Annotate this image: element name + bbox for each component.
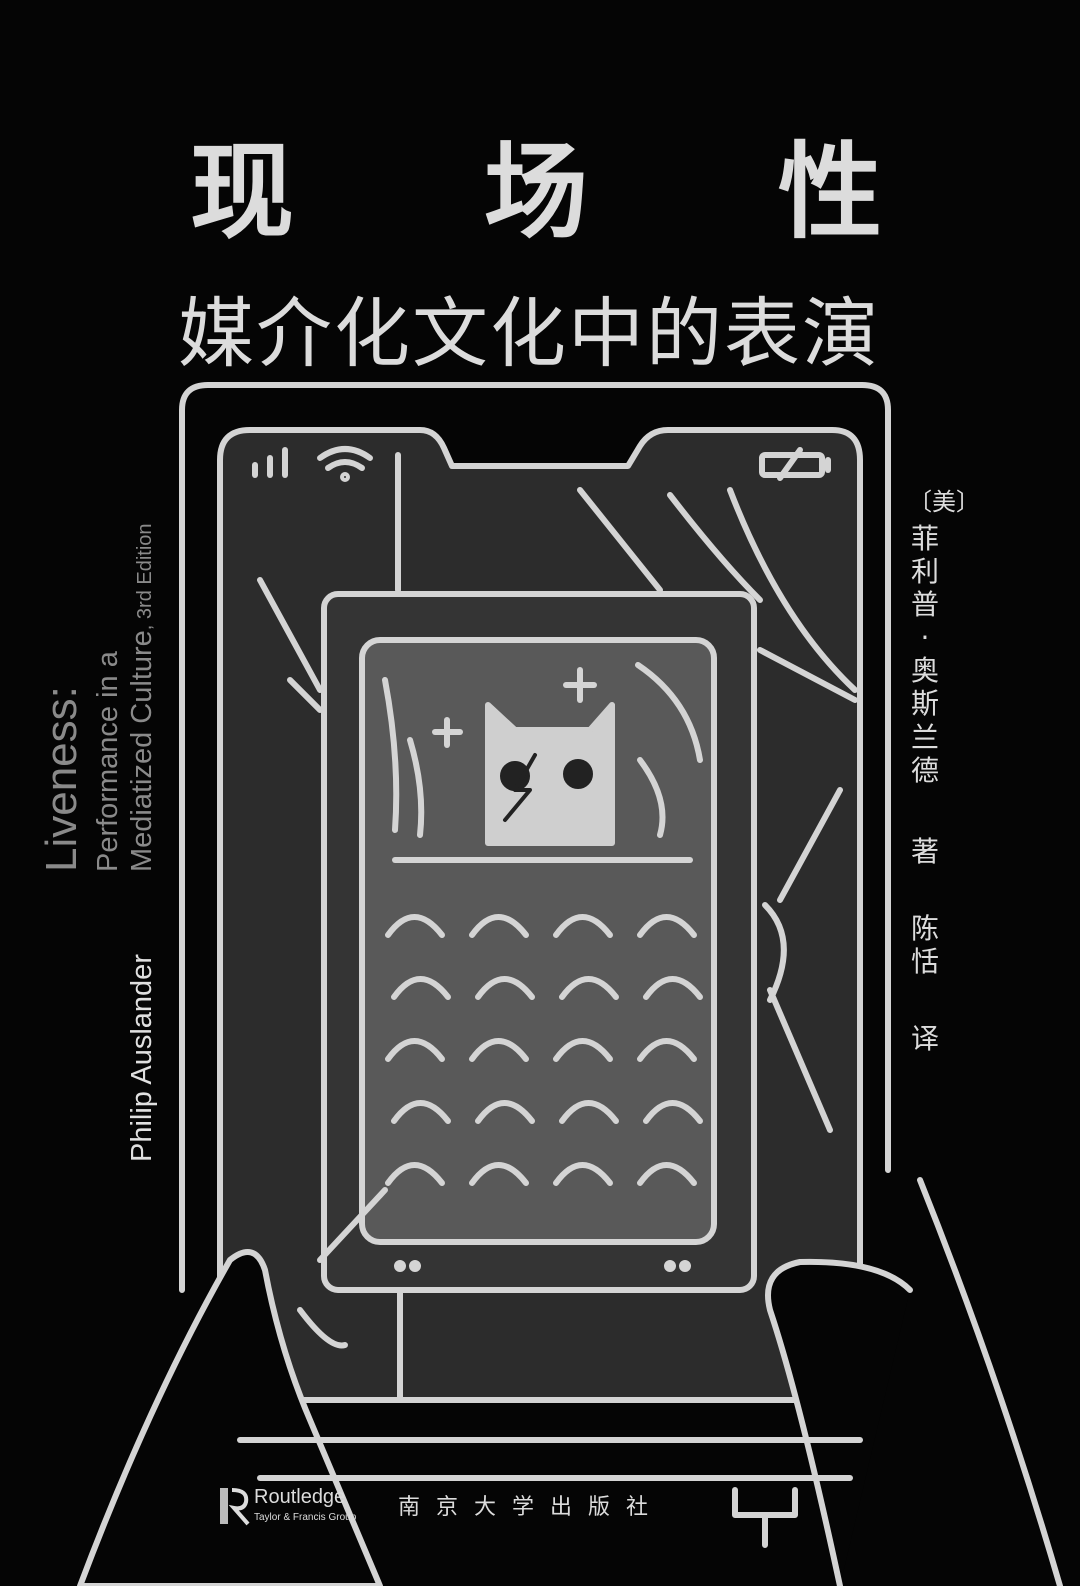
author-char: 斯 [910, 687, 939, 721]
author-char: 奥 [910, 654, 939, 688]
battery-icon [759, 447, 831, 481]
translator-role: 译 [910, 1021, 939, 1055]
signal-icon [252, 447, 288, 478]
audience-head [643, 1100, 703, 1124]
author-char: 普 [910, 588, 939, 622]
audience-head [643, 976, 703, 1000]
audience-head [469, 1162, 529, 1186]
audience-head [553, 914, 613, 938]
publisher-name: 南京大学出版社 [398, 1495, 665, 1520]
audience-head [559, 1100, 619, 1124]
author-char: 兰 [910, 720, 939, 754]
audience-head [637, 1162, 697, 1186]
nationality: 〔美〕 [908, 488, 980, 516]
edition-label: , 3rd Edition [134, 523, 156, 631]
sparkle-icon [563, 667, 597, 703]
english-subtitle-line2: Mediatized Culture, 3rd Edition [126, 523, 158, 872]
left-hand [77, 1249, 383, 1586]
routledge-r-icon [220, 1488, 250, 1526]
author-role: 著 [910, 834, 939, 868]
audience-head [553, 1038, 613, 1062]
author-credit: 〔美〕 菲 利 普 · 奥 斯 兰 德 著 陈 恬 译 [908, 488, 980, 1055]
audience-head [475, 1100, 535, 1124]
audience-head [637, 1038, 697, 1062]
author-char: · [920, 621, 930, 655]
audience-head [469, 1038, 529, 1062]
cat-performer [485, 702, 615, 846]
audience-head [391, 1100, 451, 1124]
author-char: 德 [910, 753, 939, 787]
author-char: 菲 [910, 522, 939, 556]
audience-head [391, 976, 451, 1000]
title-char: 现 [190, 131, 295, 253]
audience-head [559, 976, 619, 1000]
title-char: 场 [484, 131, 589, 253]
audience-head [385, 1038, 445, 1062]
english-subtitle-line1: Performance in a [92, 651, 124, 872]
tablet-screen [359, 637, 717, 1245]
subtitle: 媒介化文化中的表演 [178, 289, 880, 378]
wifi-icon [317, 446, 373, 482]
charging-port [732, 1487, 798, 1548]
right-hand [765, 1177, 1063, 1586]
english-author: Philip Auslander [126, 954, 158, 1162]
audience [385, 914, 703, 1186]
english-subtitle-line2-text: Mediatized Culture [126, 630, 158, 872]
translator-char: 陈 [910, 911, 939, 945]
outer-phone-outline [179, 382, 891, 1293]
routledge-logo: Routledge Taylor & Francis Group [220, 1486, 356, 1530]
audience-head [553, 1162, 613, 1186]
audience-head [385, 1162, 445, 1186]
audience-head [385, 914, 445, 938]
routledge-subtitle: Taylor & Francis Group [254, 1512, 357, 1523]
audience-head [469, 914, 529, 938]
audience-head [475, 976, 535, 1000]
audience-head [637, 914, 697, 938]
english-title: Liveness: [37, 686, 86, 872]
author-char: 利 [910, 555, 939, 589]
sparkle-icon [432, 717, 463, 748]
routledge-name: Routledge [254, 1486, 346, 1508]
translator-char: 恬 [910, 944, 939, 978]
title-char: 性 [778, 131, 883, 253]
